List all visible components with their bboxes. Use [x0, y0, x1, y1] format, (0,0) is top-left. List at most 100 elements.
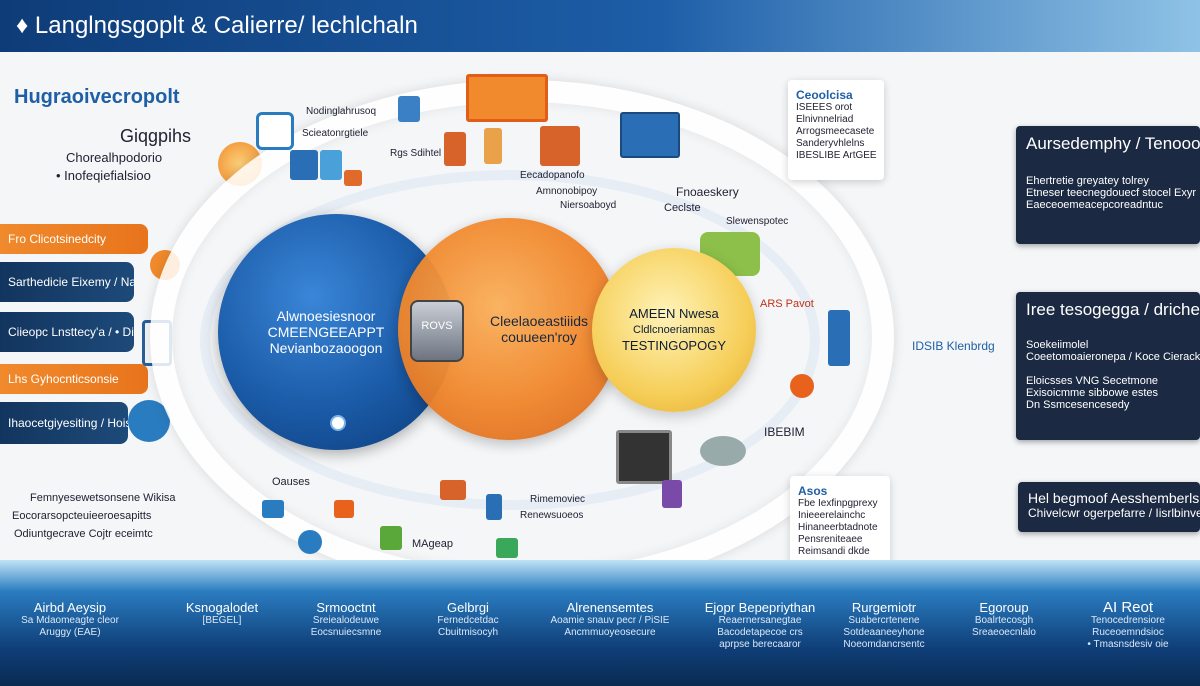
left-tab-2[interactable]: Sarthedicie Eixemy / Naqinafnoloy Gelrie [0, 262, 134, 302]
bottom-column-7-title: Rurgemiotr [851, 600, 917, 615]
bar-chart-icon-2 [484, 128, 502, 164]
side-card: Asos Fbe Iexfinpgprexy Inieeerelainchc H… [790, 476, 890, 574]
right-panel-2-line-3: Eloicsses VNG Secetmone [1026, 375, 1159, 387]
right-panel-1-line-2: Etneser teecnegdouecf stocel Exyr [1026, 187, 1196, 199]
bottom-column-6[interactable]: Ejopr Bepepriythan Reaernersanegtae Baco… [690, 600, 830, 651]
center-badge-label: ROVS [421, 320, 453, 332]
laptop-icon [620, 112, 680, 158]
right-label-2: Ceclste [664, 202, 701, 214]
bottom-column-6-sub-1: Reaernersanegtae [718, 615, 802, 626]
bottom-column-1-sub-2: Aruggy (EAE) [39, 627, 101, 638]
bottom-column-5-sub-1: Aoamie snauv pecr / PiSIE [550, 615, 670, 626]
bottom-column-1-sub-1: Sa Mdaomeagte cleor [21, 615, 119, 626]
bottom-column-9[interactable]: AI Reot Tenocedrensiore Ruceoemndsioc • … [1058, 600, 1198, 651]
right-panel-2[interactable]: Iree tesogegga / drichedtior Soekeiimole… [1016, 292, 1200, 440]
left-tab-1[interactable]: Fro Clicotsinedcity [0, 224, 148, 254]
right-panel-1-title: Aursedemphy / Tenoooly [1026, 134, 1200, 153]
right-panel-1-line-3: Eaeceoemeacepcoreadntuc [1026, 199, 1163, 211]
top-label-4: Eecadopanofo [520, 170, 585, 181]
right-panel-3-line-1: Chivelcwr ogerpefarre / Iisrlbinve [1028, 506, 1200, 520]
left-tab-5[interactable]: Ihaocetgiyesiting / Hoisogo tnavgeracs [0, 402, 128, 444]
green-icon [380, 526, 402, 550]
top-card-title: Ceoolcisa [796, 88, 853, 102]
side-card-line-5: Reimsandi dkde [798, 546, 870, 557]
top-label-1: Nodinglahrusoq [306, 106, 377, 117]
top-card-line-2: Elnivnnelriad [796, 114, 854, 125]
right-label-5: IDSIB Klenbrdg [912, 339, 995, 353]
top-card-line-1: ISEEES orot [796, 102, 853, 113]
right-label-3: Slewenspotec [726, 216, 789, 227]
bottom-column-2[interactable]: Ksnogalodet [BEGEL] [152, 600, 292, 627]
right-panel-2-line-5: Dn Ssmcesencesedy [1026, 399, 1130, 411]
orange-circle-line-2: couueen'roy [501, 329, 577, 345]
left-tab-4[interactable]: Lhs Gyhocnticsonsie [0, 364, 148, 394]
right-panel-1[interactable]: Aursedemphy / Tenoooly Ehertretie greyat… [1016, 126, 1200, 244]
bottom-column-1[interactable]: Airbd Aeysip Sa Mdaomeagte cleor Aruggy … [0, 600, 140, 639]
bottom-label-2: Rimemoviec [530, 494, 586, 505]
top-banner [0, 0, 1200, 52]
bottom-column-4[interactable]: Gelbrgi Fernedcetdac Cbuitmisocyh [398, 600, 538, 639]
right-label-1: Fnoaeskery [676, 185, 739, 199]
bar-chart-icon-3 [540, 126, 580, 166]
bottom-label-4: Renewsuoeos [520, 510, 584, 521]
bottom-column-6-sub-3: aprpse berecaaror [719, 639, 801, 650]
right-panel-3[interactable]: Hel begmoof Aesshemberls Chivelcwr ogerp… [1018, 482, 1200, 532]
blue-circle-dot [330, 415, 346, 431]
center-badge-icon: ROVS [410, 300, 464, 362]
right-panel-2-line-4: Exisoicmme sibbowe estes [1026, 387, 1159, 399]
left-subline-1: Chorealhpodorio [66, 150, 163, 165]
phone-icon [828, 310, 850, 366]
bottom-column-8-sub-1: Boalrtecosgh [974, 615, 1034, 626]
bottom-column-8-sub-2: Sreaeoecnlalo [972, 627, 1036, 638]
top-card-line-5: IBESLIBE ArtGEE [796, 150, 877, 161]
arrow-icon [262, 500, 284, 518]
right-panel-2-line-1: Soekeiimolel [1026, 339, 1089, 351]
bottom-column-5-sub-2: Ancmmuoyeosecure [564, 627, 656, 638]
left-tab-1-label: Fro Clicotsinedcity [8, 231, 107, 246]
right-label-4: ARS Pavot [760, 298, 814, 310]
bottom-column-3-title: Srmooctnt [316, 600, 376, 615]
yellow-circle-line-2: Cldlcnoeriamnas [633, 324, 715, 336]
side-card-line-4: Pensreniteaee [798, 534, 863, 545]
purple-box-icon [662, 480, 682, 508]
right-panel-2-line-2: Coeetomoaieronepa / Koce Cierackmon [1026, 351, 1200, 363]
bar-chart-icon-1 [444, 132, 466, 166]
side-card-line-1: Fbe Iexfinpgprexy [798, 498, 878, 509]
bottom-column-4-title: Gelbrgi [447, 600, 489, 615]
bottom-column-2-sub-1: [BEGEL] [202, 615, 242, 626]
top-label-5: Amnonobipoy [536, 186, 598, 197]
yellow-circle[interactable]: AMEEN Nwesa Cldlcnoeriamnas TESTINGOPOGY [592, 248, 756, 412]
top-card-line-4: Sanderyvhlelns [796, 138, 865, 149]
bottom-column-6-sub-2: Bacodetapecoe crs [717, 627, 803, 638]
green-square-icon [496, 538, 518, 558]
bottom-column-1-title: Airbd Aeysip [33, 600, 107, 615]
blue-circle-line-3: Nevianbozaoogon [269, 340, 383, 356]
yellow-circle-line-1: AMEEN Nwesa [629, 306, 719, 321]
bottom-column-4-sub-1: Fernedcetdac [437, 615, 499, 626]
bottom-column-3[interactable]: Srmooctnt Sreiealodeuwe Eocsnuiecsmne [276, 600, 416, 639]
left-tab-3[interactable]: Ciieopc Lnsttecy'a / • Dinmitnele [0, 312, 134, 352]
tablet-icon [616, 430, 672, 484]
bottom-column-9-title: AI Reot [1102, 599, 1154, 616]
bottom-column-8-title: Egoroup [979, 600, 1029, 615]
globe-icon [298, 530, 322, 554]
bottom-band [0, 560, 1200, 686]
blue-badge-icon [128, 400, 170, 442]
bottom-column-9-sub-3: • Tmasnsdesiv oie [1087, 639, 1169, 650]
bottom-column-5[interactable]: Alrenensemtes Aoamie snauv pecr / PiSIE … [540, 600, 680, 639]
left-heading: Hugraoivecropolt [14, 86, 180, 108]
right-label-6: IBEBIM [764, 425, 805, 439]
monitor-icon [466, 74, 548, 122]
left-tab-4-label: Lhs Gyhocnticsonsie [8, 371, 119, 386]
bottom-column-7[interactable]: Rurgemiotr Suabercrtenene Sotdeaaneeyhon… [814, 600, 954, 651]
tower-icon-2 [486, 494, 502, 520]
right-panel-3-title: Hel begmoof Aesshemberls [1028, 490, 1200, 506]
bottom-column-7-sub-3: Noeomdancrsentc [843, 639, 925, 650]
left-subtitle: Giqgpihs [120, 126, 192, 146]
card-icon [440, 480, 466, 500]
bottom-column-9-sub-1: Tenocedrensiore [1091, 615, 1165, 626]
bottom-column-8[interactable]: Egoroup Boalrtecosgh Sreaeoecnlalo [934, 600, 1074, 639]
orange-ball-icon [790, 374, 814, 398]
bottom-column-3-sub-1: Sreiealodeuwe [312, 615, 380, 626]
top-card: Ceoolcisa ISEEES orot Elnivnnelriad Arro… [788, 80, 884, 180]
